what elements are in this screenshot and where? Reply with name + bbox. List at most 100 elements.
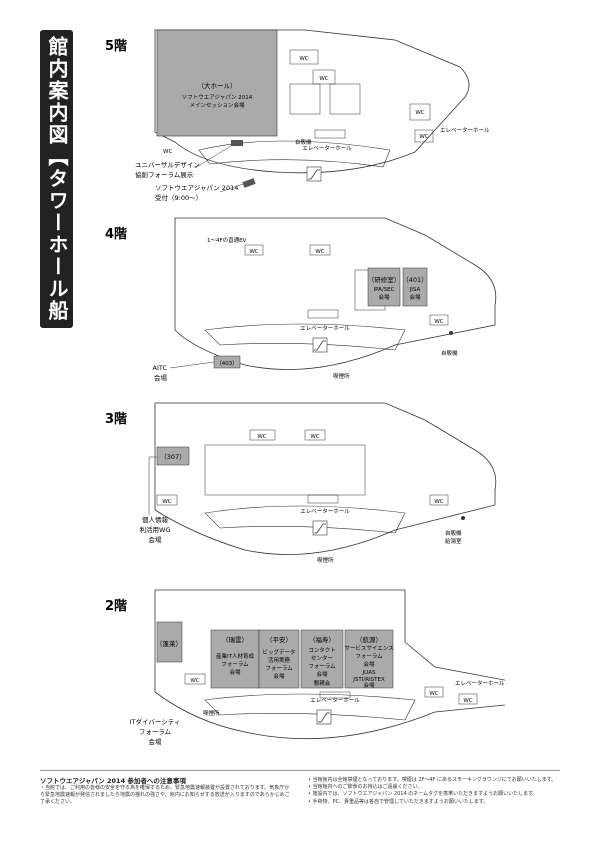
vending-dot-3f [461, 516, 465, 520]
notes-item: 当館館内は全館禁煙となっております。喫煙は 2F〜4F にあるスモーキングラウン… [308, 777, 568, 784]
wc-3f-a: WC [257, 434, 266, 440]
room-koyou-line2: フォーラム [355, 653, 383, 660]
room-401 [402, 267, 428, 307]
vending-5f: 自販機 [295, 138, 312, 146]
floor-label-5f: 5階 [105, 38, 127, 54]
ud-exhibit-marker [231, 140, 243, 146]
wc-2f-c: WC [463, 698, 472, 704]
room-zuiun [210, 629, 260, 689]
wc-5f-c: WC [415, 110, 424, 116]
smoking-2f: 喫煙所 [203, 709, 220, 717]
wc-3f-d: WC [434, 499, 443, 505]
elevator-hall-4f: エレベーターホール [300, 324, 350, 332]
elevator-hall-3f: エレベーターホール [300, 507, 350, 515]
floor-outline-3f [154, 402, 497, 555]
reception-marker [242, 178, 256, 188]
floor-label-3f: 3階 [105, 411, 127, 427]
main-hall-line2: メインセッション会場 [189, 101, 245, 109]
elevators-5f [314, 129, 346, 139]
room-fukuju-line3: フォーラム [308, 663, 336, 670]
wc-5f-d: WC [419, 134, 428, 140]
callout-reception-line2: 受付（9:00〜） [155, 193, 202, 202]
room-401-line2: 会場 [409, 293, 421, 301]
wc-4f-c: WC [434, 319, 443, 325]
wc-3f-b: WC [310, 434, 319, 440]
floor-label-4f: 4階 [105, 226, 127, 242]
floor-map-5f: 5階 （大ホール） ソフトウエアジャパン 2014 メインセッション会場 WC … [105, 29, 490, 202]
room-zuiun-name: （瑞雲） [222, 635, 248, 644]
vending-4f: 自販機 [441, 349, 458, 357]
room-koyou-name: （航源） [356, 635, 382, 644]
wc-3f-c: WC [162, 499, 171, 505]
room-heian-line4: 会場 [273, 672, 285, 680]
floor-map-2f: 2階 （蓬莱） （瑞雲） 産業IT人材育成 フォーラム 会場 （平安） ビッグデ… [105, 589, 505, 746]
callout-3f-line3: 会場 [149, 535, 163, 544]
callout-aitc-line1: AITC [153, 364, 168, 372]
wc-4f-b: WC [315, 249, 324, 255]
elevators-4f [307, 309, 339, 319]
smoking-4f: 喫煙所 [333, 372, 350, 380]
main-hall-line1: ソフトウエアジャパン 2014 [182, 93, 253, 101]
room-307-name: （307） [160, 453, 185, 461]
corridor-curve-2f [204, 693, 416, 721]
room-fukuju-line4: 会場 [316, 670, 328, 678]
room-fukuju-line5: 懇親会 [314, 679, 331, 687]
room-koyou-line6: 会場 [363, 681, 375, 689]
notes-title: ソフトウエアジャパン 2014 参加者への注意事項 [40, 777, 186, 785]
room-training [367, 267, 401, 307]
callout-3f-line1: 個人情報 [142, 515, 169, 524]
vending-3f-line2: 給湯室 [445, 537, 462, 545]
notes-item: 施設内では、ソフトウエアジャパン 2014 のネームタグを携帯いただきますようお… [308, 791, 568, 798]
wc-5f-a: WC [299, 56, 308, 62]
elevators-3f [307, 494, 339, 504]
room-training-line1: IPA/SEC [373, 287, 394, 293]
floor-map-3f: 3階 （307） WC WC WC WC エレベーターホール 個人情報 利活用W… [105, 402, 497, 564]
wc-5f-e: WC [163, 149, 172, 155]
room-training-line2: 会場 [378, 293, 390, 301]
corridor-curve-4f [204, 323, 406, 351]
room-fukuju-line2: センター [311, 654, 333, 662]
floor-map-4f: 4階 1〜4Fの直通EV WC WC （研修室） IPA/SEC 会場 （401… [105, 217, 497, 382]
room-heian-line2: 活用実務 [268, 656, 291, 664]
room-3f-center [204, 444, 366, 496]
wc-5f-b: WC [319, 76, 328, 82]
main-hall [156, 29, 278, 137]
notes-list: 当館館内は全館禁煙となっております。喫煙は 2F〜4F にあるスモーキングラウン… [308, 777, 568, 806]
corridor-curve-5f [198, 140, 391, 168]
elevator-hall-2f: エレベーターホール [310, 696, 360, 704]
room-fukuju-name: （福寿） [309, 635, 335, 644]
room-fukuju [300, 629, 344, 689]
vending-3f-line1: 自販機 [445, 529, 462, 537]
callout-3f-line2: 利活用WG [140, 525, 171, 534]
page-title: 館内案内図【タワーホール船堀】 [12, 30, 73, 328]
wc-4f-a: WC [249, 249, 258, 255]
room-koyou-line5: JSTI/RISTEX [352, 677, 385, 683]
floor-label-2f: 2階 [105, 598, 127, 614]
room-fukuju-line1: コンタクト [308, 646, 336, 654]
room-heian-name: （平安） [266, 635, 292, 644]
room-koyou-line1: サービスサイエンス [344, 644, 393, 652]
room-koyou-line3: 会場 [363, 660, 375, 668]
wc-2f-a: WC [190, 678, 199, 684]
room-403-name: （403） [216, 360, 238, 367]
elevator-hall-5f: エレベーターホール [302, 144, 352, 152]
smoking-3f: 喫煙所 [317, 556, 334, 564]
elevator-hall-5f-right: エレベーターホール [440, 126, 490, 134]
notes-section: ソフトウエアジャパン 2014 参加者への注意事項 ・当館では、ご利用の皆様の安… [40, 775, 560, 835]
callout-2f-line1: ITダイバーシティ [130, 717, 181, 726]
room-heian-line3: フォーラム [265, 665, 293, 672]
room-houraku [156, 621, 183, 663]
callout-2f-line2: フォーラム [139, 728, 172, 736]
notes-item: 当館館内へのご飲食のお持込はご遠慮ください。 [308, 784, 568, 791]
notes-item: 手荷物、PC、貴重品等は各自で管理していただきますようお願いいたします。 [308, 799, 568, 806]
room-401-line1: JISA [409, 287, 421, 293]
room-5f-d [329, 83, 361, 115]
room-heian [258, 629, 300, 689]
room-5f-c [289, 83, 321, 115]
room-401-name: （401） [402, 276, 427, 284]
callout-aitc-line2: 会場 [154, 373, 168, 382]
main-hall-name: （大ホール） [198, 81, 237, 90]
notes-body: ・当館では、ご利用の皆様の安全を守る為を確保するため、緊急地震速報装置が設置され… [40, 785, 290, 805]
room-koyou [344, 629, 394, 689]
elevator-hall-2f-right: エレベーターホール [455, 679, 505, 687]
